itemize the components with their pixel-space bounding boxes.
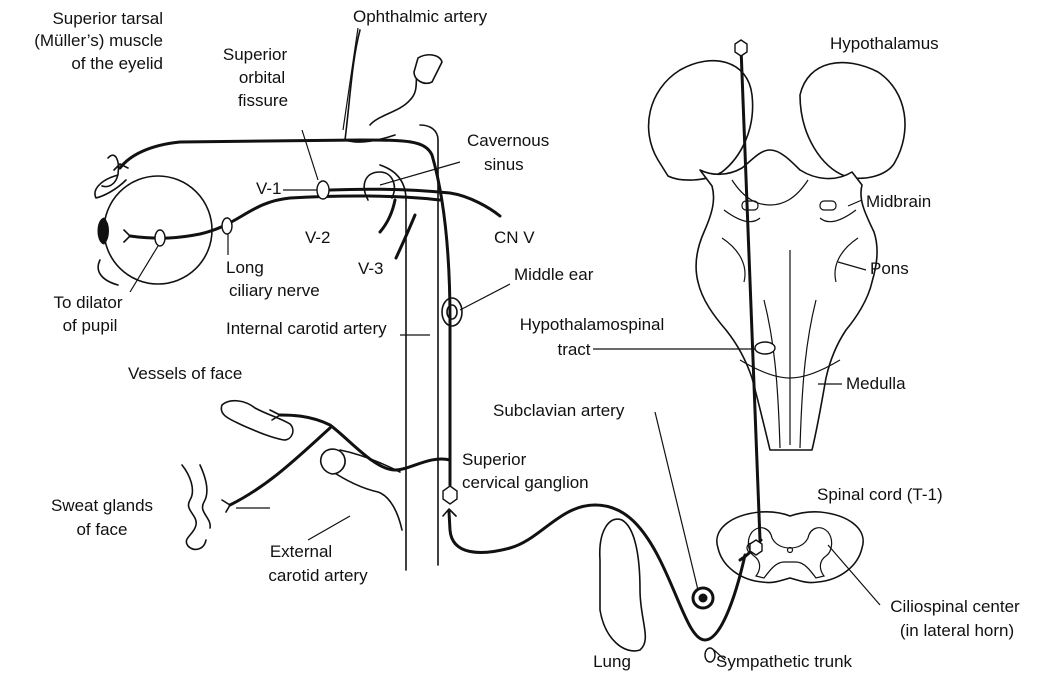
superior-tarsal-muscle-shape [102,155,118,186]
long-ciliary-nerve-marker [222,218,232,234]
brainstem-outline [696,150,877,450]
label-vessels-of-face: Vessels of face [128,364,242,383]
label-orbital-fissure-2: orbital [239,68,285,87]
label-superior-tarsal-1: Superior tarsal [52,9,163,28]
eye [95,155,212,285]
external-carotid-plexus-fiber [280,415,450,470]
label-lung: Lung [593,652,631,671]
label-subclavian-artery: Subclavian artery [493,401,625,420]
leader-external-carotid [308,516,350,540]
label-cavernous-sinus-2: sinus [484,155,524,174]
label-hypothalamospinal-2: tract [557,340,590,359]
label-orbital-fissure-3: fissure [238,91,288,110]
label-superior-cervical-1: Superior [462,450,527,469]
label-sweat-glands-1: Sweat glands [51,496,153,515]
label-cavernous-sinus-1: Cavernous [467,131,549,150]
synapse-tip-sweat [222,500,230,512]
superior-cervical-ganglion-body [443,486,457,504]
ophthalmic-artery-wall-right [370,70,418,125]
label-pons: Pons [870,259,909,278]
label-ciliospinal-2: (in lateral horn) [900,621,1014,640]
label-long-ciliary-2: ciliary nerve [229,281,320,300]
hypothalamospinal-marker [755,342,775,354]
leader-ophthalmic [343,28,358,130]
hypothalamus-neuron-body [735,40,747,56]
label-superior-tarsal-2: (Müller’s) muscle [34,31,163,50]
ciliospinal-neuron-body [750,540,762,555]
sympathetic-trunk-marker [705,648,715,662]
superior-orbital-fissure-marker [317,181,329,199]
label-hypothalamospinal-1: Hypothalamospinal [520,315,665,334]
lung-outline [600,519,646,651]
label-external-carotid-2: carotid artery [268,566,368,585]
label-ciliospinal-1: Ciliospinal center [890,597,1020,616]
cn-v-trunk [330,189,500,216]
label-spinal-cord: Spinal cord (T-1) [817,485,943,504]
preganglionic-fiber [449,505,745,640]
label-superior-cervical-2: cervical ganglion [462,473,589,492]
sweat-gland-coil-b [200,465,210,528]
pupil-iris [98,218,109,244]
label-cn-v: CN V [494,228,535,247]
ophthalmic-artery-wall-left [345,30,360,140]
label-middle-ear: Middle ear [514,265,594,284]
leader-orbital-fissure [302,130,318,180]
label-v1: V-1 [256,179,282,198]
leader-middle-ear [460,284,510,310]
left-hemisphere-lobe [649,61,753,180]
label-hypothalamus: Hypothalamus [830,34,939,53]
spinal-cord-section [717,512,863,583]
label-v3: V-3 [358,259,384,278]
label-superior-tarsal-3: of the eyelid [71,54,163,73]
dilator-marker [155,230,165,246]
label-internal-carotid: Internal carotid artery [226,319,387,338]
ophthalmic-artery-end [414,55,442,83]
label-ophthalmic-artery: Ophthalmic artery [353,7,488,26]
label-midbrain: Midbrain [866,192,931,211]
facial-vessel [221,401,293,440]
leader-cavernous-sinus [380,162,460,185]
label-orbital-fissure-1: Superior [223,45,288,64]
label-long-ciliary-1: Long [226,258,264,277]
v2-division [380,200,395,232]
right-hemisphere-lobe [800,63,905,179]
arteries [182,30,713,651]
label-external-carotid-1: External [270,542,332,561]
label-dilator-2: of pupil [63,316,118,335]
label-v2: V-2 [305,228,331,247]
label-dilator-1: To dilator [54,293,123,312]
label-sweat-glands-2: of face [76,520,127,539]
external-carotid-end [321,449,345,474]
label-medulla: Medulla [846,374,906,393]
subclavian-artery-lumen [699,594,708,603]
label-sympathetic-trunk: Sympathetic trunk [716,652,853,671]
